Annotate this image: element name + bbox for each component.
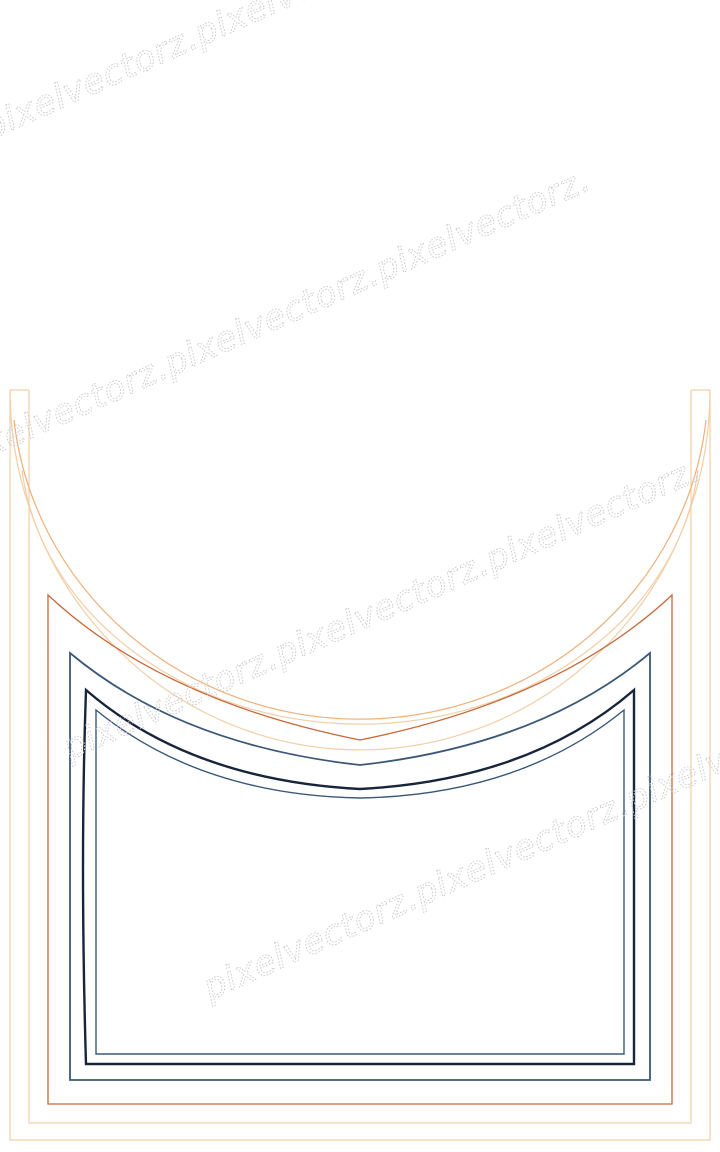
orange-panel-outline [47, 593, 673, 1105]
neckline-arc-outer [9, 389, 711, 751]
neckline-arc-inner [21, 469, 699, 725]
inner-pocket-outline [28, 390, 692, 1124]
neckline-arc-middle [13, 419, 707, 720]
blue-frame-inner [95, 708, 625, 1055]
watermark-text-2: pixelvectorz.pixelvectorz.pixelvectorz. [0, 160, 597, 479]
outer-pocket-outline [9, 390, 711, 1141]
watermark-layer: pixelvectorz.pixelvectorz.pixelvectorz. … [0, 0, 720, 1009]
blue-frame-outer [69, 651, 651, 1081]
watermark-text-4: pixelvectorz.pixelvectorz.pixelvectorz. [196, 690, 720, 1009]
navy-frame [81, 687, 636, 1066]
watermark-text-1: pixelvectorz.pixelvectorz.pixelvectorz. [0, 0, 627, 149]
